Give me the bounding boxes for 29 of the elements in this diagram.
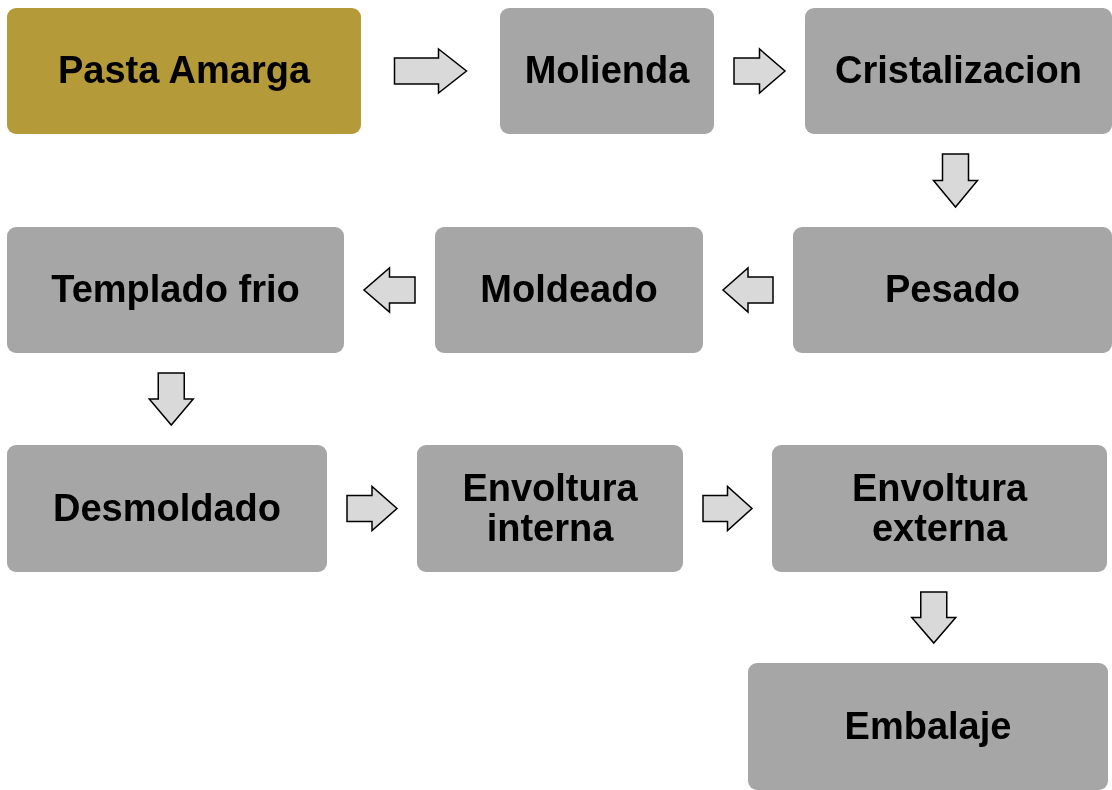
process-box xyxy=(435,227,703,353)
block-arrow xyxy=(393,47,468,95)
process-box xyxy=(805,8,1112,134)
step-label: Templado frio xyxy=(51,270,300,310)
block-arrow xyxy=(147,372,195,427)
block-arrow xyxy=(346,484,399,533)
process-box xyxy=(748,663,1108,790)
step-label: Embalaje xyxy=(844,706,1012,747)
step-label: Pasta Amarga xyxy=(57,51,310,91)
step-label: Desmoldado xyxy=(52,488,281,529)
process-box xyxy=(7,8,361,134)
step-label: Molienda xyxy=(524,51,690,91)
process-box xyxy=(417,445,683,572)
block-arrow xyxy=(910,591,958,645)
process-box xyxy=(7,227,344,353)
step-label: Cristalizacion xyxy=(834,51,1083,91)
step-label: Envoltura interna xyxy=(461,468,639,549)
process-box xyxy=(772,445,1107,572)
block-arrow xyxy=(721,266,774,314)
process-box xyxy=(500,8,714,134)
block-arrow xyxy=(702,484,754,533)
block-arrow xyxy=(733,47,787,95)
block-arrow xyxy=(931,153,980,209)
step-label: Moldeado xyxy=(480,270,658,310)
step-label: Pesado xyxy=(884,270,1021,310)
process-box xyxy=(7,445,327,572)
step-label: Envoltura externa xyxy=(850,468,1029,549)
block-arrow xyxy=(362,266,416,314)
process-box xyxy=(793,227,1112,353)
